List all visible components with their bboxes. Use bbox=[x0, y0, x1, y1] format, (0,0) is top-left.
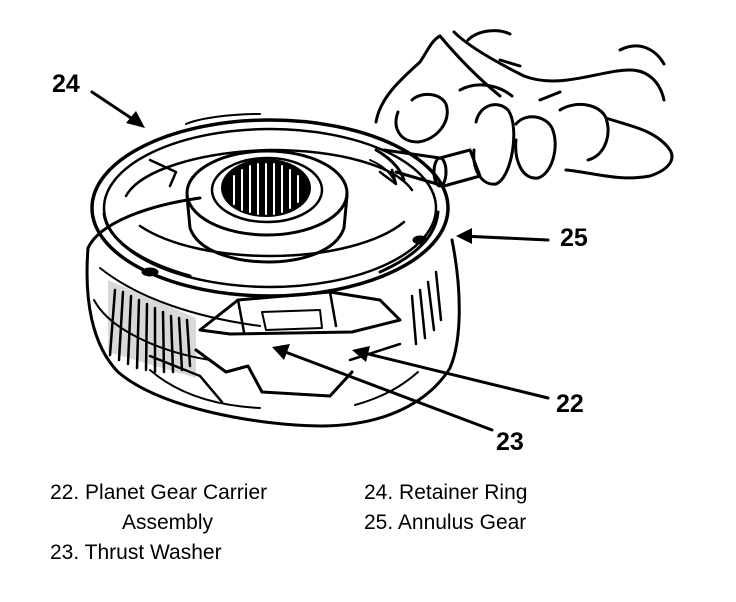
legend-left: 22. Planet Gear Carrier Assembly 23. Thr… bbox=[50, 478, 267, 568]
legend-number: 25. bbox=[364, 511, 394, 534]
leader-line-22 bbox=[358, 350, 550, 400]
leader-line-25 bbox=[460, 234, 550, 242]
legend-item-22: 22. Planet Gear Carrier bbox=[50, 478, 267, 508]
callout-22: 22 bbox=[556, 390, 584, 418]
legend-item-22-continuation: Assembly bbox=[122, 511, 214, 534]
legend-number: 23. bbox=[50, 541, 80, 564]
hand-with-tool bbox=[374, 29, 674, 188]
leader-line-23 bbox=[278, 348, 494, 432]
center-hub bbox=[124, 113, 428, 277]
legend-text: Thrust Washer bbox=[84, 541, 222, 564]
callout-25: 25 bbox=[560, 224, 588, 252]
legend-text: Planet Gear Carrier bbox=[85, 481, 268, 504]
legend-right: 24. Retainer Ring 25. Annulus Gear bbox=[364, 478, 527, 538]
legend-text: Annulus Gear bbox=[397, 511, 527, 534]
legend-number: 22. bbox=[50, 481, 80, 504]
legend-item-25: 25. Annulus Gear bbox=[364, 508, 527, 538]
callout-23: 23 bbox=[496, 428, 524, 456]
annulus-gear bbox=[85, 196, 461, 428]
legend-text: Retainer Ring bbox=[399, 481, 528, 504]
leader-lines bbox=[90, 90, 550, 432]
planet-gear-carrier bbox=[148, 290, 402, 404]
legend-number: 24. bbox=[364, 481, 394, 504]
retainer-ring bbox=[90, 118, 450, 298]
callout-24: 24 bbox=[52, 70, 80, 98]
legend-item-23: 23. Thrust Washer bbox=[50, 538, 267, 568]
legend-item-24: 24. Retainer Ring bbox=[364, 478, 527, 508]
